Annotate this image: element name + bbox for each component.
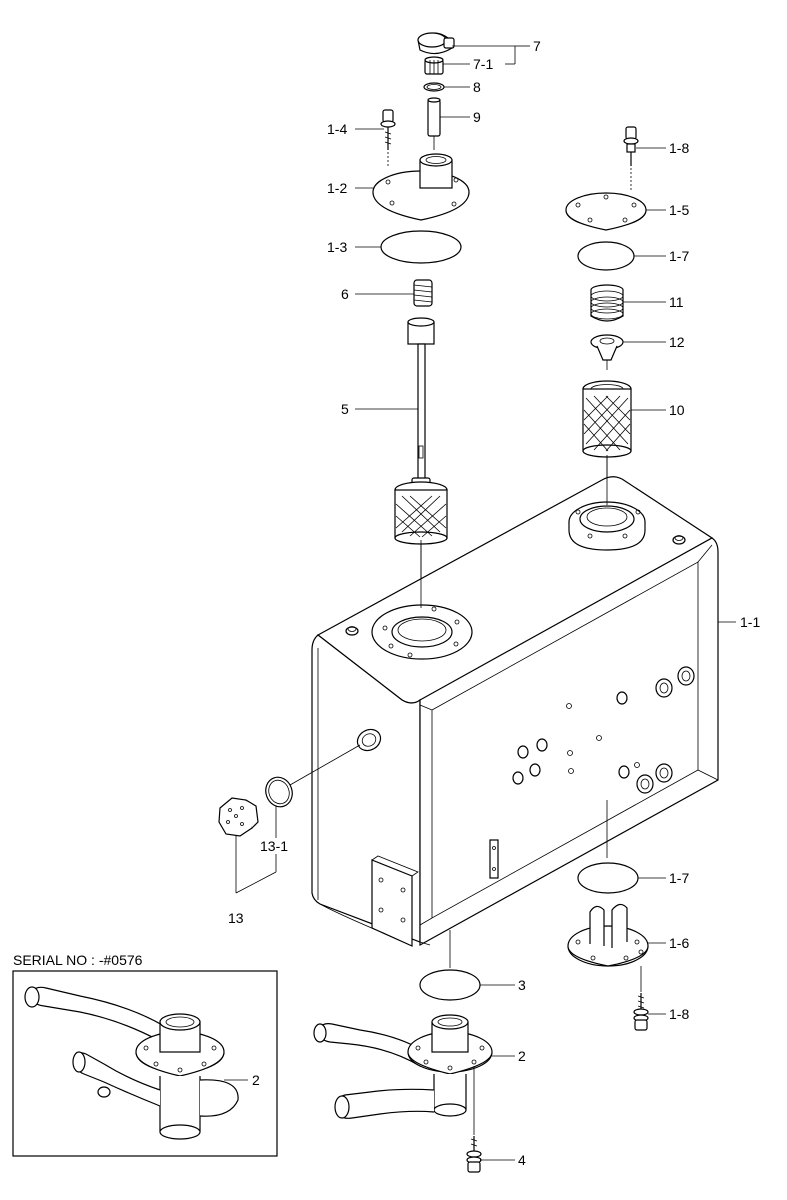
callout-7-1: 7-1	[473, 56, 493, 72]
callout-1-1: 1-1	[740, 614, 760, 630]
callout-1-7-top: 1-7	[669, 248, 689, 264]
callout-labels: 7 7-1 8 9 1-4 1-2 1-3 6 5 1-8 1-5 1-7 11…	[13, 38, 760, 1168]
callout-2-main: 2	[518, 1048, 526, 1064]
plug-part-13	[218, 797, 259, 837]
suction-pipe-part-2-main	[313, 1014, 493, 1135]
spring-part-11	[590, 284, 624, 322]
bolt-part-4	[466, 1136, 482, 1173]
serial-inset-box	[12, 970, 278, 1157]
callout-1-8-top: 1-8	[669, 140, 689, 156]
callout-12: 12	[669, 334, 685, 350]
strainer-tube-part-9	[427, 97, 441, 150]
spring-part-6	[413, 279, 433, 307]
callout-4: 4	[518, 1152, 526, 1168]
cover-plate-part-1-5	[565, 192, 647, 231]
callout-1-2: 1-2	[327, 180, 347, 196]
callout-2-inset: 2	[252, 1072, 260, 1088]
callout-1-5: 1-5	[669, 202, 689, 218]
bolt-part-1-4	[380, 109, 396, 168]
bolt-part-1-8-top	[623, 126, 639, 190]
callout-1-3: 1-3	[327, 239, 347, 255]
breather-element-part-7-1	[424, 56, 444, 75]
callout-1-6: 1-6	[669, 935, 689, 951]
o-ring-part-13-1	[265, 744, 361, 808]
callout-11: 11	[669, 294, 684, 310]
breather-cap-part-7	[417, 32, 455, 55]
callout-13: 13	[228, 910, 244, 926]
callout-3: 3	[518, 977, 526, 993]
bolt-part-1-8-bottom	[633, 993, 649, 1031]
serial-note: SERIAL NO : -#0576	[13, 952, 143, 968]
return-filter-element-part-10	[582, 380, 632, 512]
o-ring-part-8	[423, 82, 445, 92]
gasket-part-1-7-top	[577, 241, 635, 271]
callout-9: 9	[473, 109, 481, 125]
front-fitting-group	[512, 666, 695, 794]
callout-6: 6	[341, 286, 349, 302]
suction-cover-part-1-6	[567, 903, 649, 992]
gasket-part-1-7-bottom	[577, 862, 639, 894]
callout-13-1: 13-1	[260, 838, 288, 854]
leader-lines	[224, 45, 736, 1161]
tank-body-part-1-1	[311, 476, 719, 947]
gasket-part-3	[419, 969, 481, 1001]
callout-1-8-bottom: 1-8	[669, 1006, 689, 1022]
callout-7: 7	[533, 38, 541, 54]
gasket-part-1-3	[380, 230, 462, 264]
cover-plate-part-1-2	[372, 153, 470, 221]
callout-8: 8	[473, 79, 481, 95]
callout-1-7-bottom: 1-7	[669, 870, 689, 886]
suction-strainer-rod-part-5	[394, 317, 448, 606]
callout-1-4: 1-4	[327, 121, 347, 137]
bypass-valve-part-12	[590, 334, 624, 370]
suction-pipe-part-2-inset	[24, 986, 239, 1140]
callout-10: 10	[669, 402, 685, 418]
callout-5: 5	[341, 401, 349, 417]
